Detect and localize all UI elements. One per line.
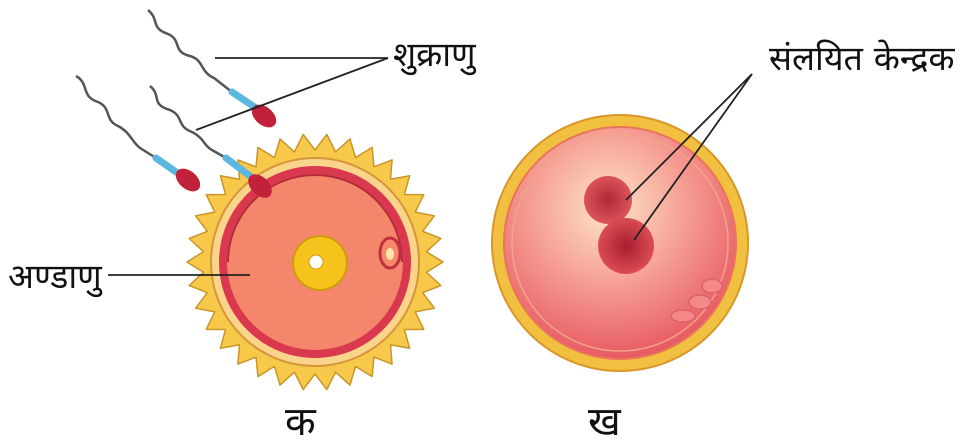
caption-ka: क [285, 392, 316, 447]
sperm-group [76, 10, 281, 202]
zygote-polar-body-3 [671, 310, 695, 322]
sperm-1 [148, 10, 281, 132]
polar-body-core [386, 248, 394, 260]
label-fused-nuclei: संलयित केन्द्रक [769, 34, 955, 80]
sperm-2 [150, 86, 276, 202]
leader-sperm-2 [196, 58, 388, 130]
nucleolus [309, 255, 323, 269]
caption-kha: ख [588, 392, 621, 447]
fused-nucleus-lower [598, 218, 654, 274]
label-sperm: शुक्राणु [393, 30, 476, 76]
zygote-polar-body-2 [689, 295, 711, 309]
sperm-3 [76, 76, 205, 196]
label-ovum: अण्डाणु [8, 252, 102, 298]
fused-nucleus-upper [584, 176, 632, 224]
panel-ka-ovum [187, 135, 443, 390]
panel-kha-zygote [492, 115, 748, 371]
zygote-polar-body-1 [702, 279, 722, 293]
